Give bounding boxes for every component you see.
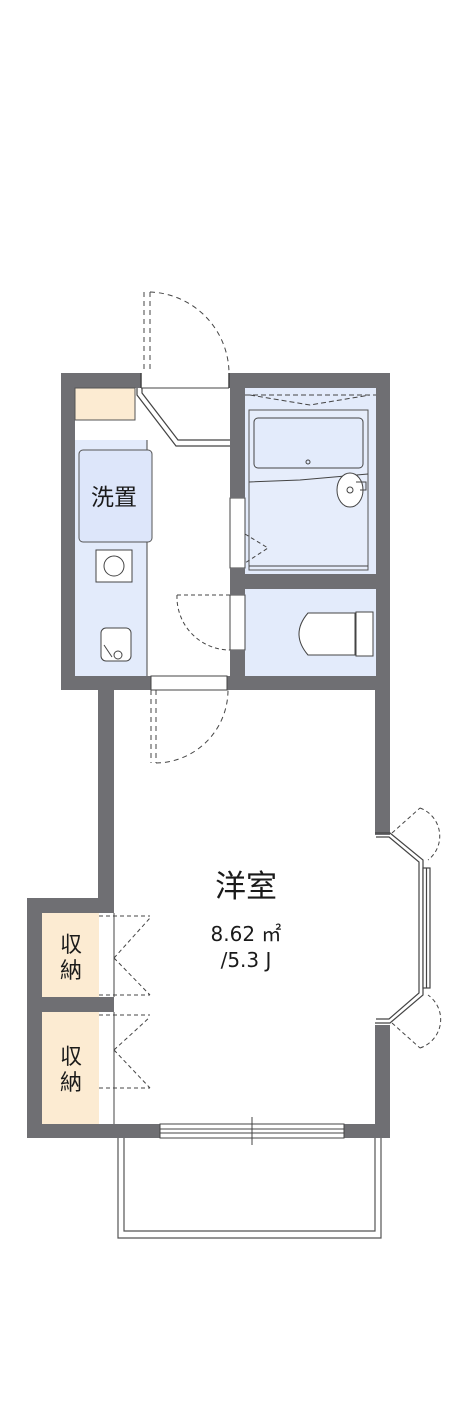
western-room-tatami: /5.3 J [221,948,272,972]
closet-lower-label-1: 収 [60,1045,82,1070]
washroom-label: 洗置 [91,485,137,511]
western-room-floor [114,690,375,1124]
bathroom [244,394,376,571]
closet-lower-label-2: 納 [60,1071,82,1096]
entrance-door [140,291,230,389]
room-door [150,689,229,764]
washing-machine-space [78,449,153,543]
balcony-window [160,1117,344,1145]
shoe-storage [74,387,136,421]
bay-window [375,832,431,1024]
wall-openings [141,373,430,1139]
western-room-label: 洋室 [215,869,277,905]
closet-upper-label-1: 収 [60,933,82,958]
genkan-step [136,388,230,447]
closet-lower-floor [42,1012,99,1124]
western-room-area: 8.62 ㎡ [211,922,282,946]
balcony [117,1136,382,1239]
closet-upper-label-2: 納 [60,959,82,984]
closet-upper-floor [42,913,99,997]
bay-window-swings [391,807,442,1049]
closet-doors [99,915,151,1089]
kitchen-fixtures [78,440,153,676]
toilet [176,594,374,657]
